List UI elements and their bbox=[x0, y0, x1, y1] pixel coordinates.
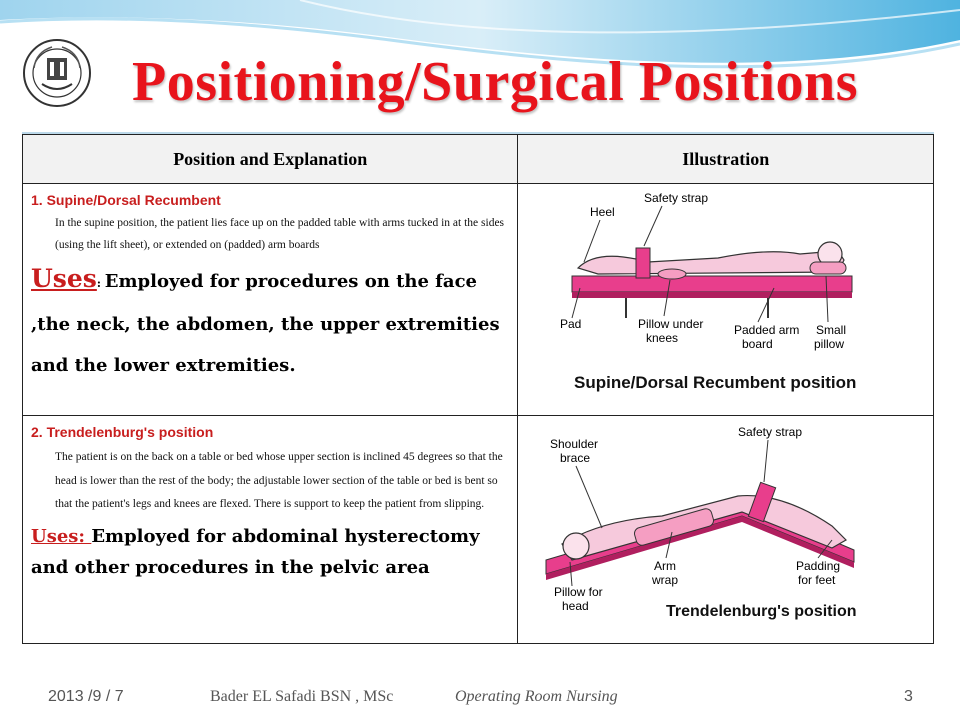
label-safety-strap: Safety strap bbox=[644, 191, 708, 205]
uses-paragraph: Uses: Employed for procedures on the fac… bbox=[23, 256, 517, 386]
position-description: In the supine position, the patient lies… bbox=[55, 217, 505, 251]
table-header-row: Position and Explanation Illustration bbox=[21, 134, 934, 184]
uses-separator: : bbox=[96, 277, 105, 290]
label-shoulder-1: Shoulder bbox=[550, 437, 598, 451]
slide-number: 3 bbox=[904, 688, 913, 705]
footer-date: 2013 /9 / 7 bbox=[48, 688, 124, 705]
positions-table: Position and Explanation Illustration 1.… bbox=[21, 134, 934, 644]
label-small-pillow-1: Small bbox=[816, 323, 846, 337]
label-padded-arm-2: board bbox=[742, 337, 773, 351]
supine-caption: Supine/Dorsal Recumbent position bbox=[574, 373, 856, 392]
trendelenburg-caption: Trendelenburg's position bbox=[666, 603, 856, 620]
label-padded-arm-1: Padded arm bbox=[734, 323, 799, 337]
label-padding-1: Padding bbox=[796, 559, 840, 573]
label-heel: Heel bbox=[590, 205, 615, 219]
label-small-pillow-2: pillow bbox=[814, 337, 844, 351]
label-pillow-knees-2: knees bbox=[646, 331, 678, 345]
footer-author: Bader EL Safadi BSN , MSc bbox=[210, 688, 394, 705]
header-illustration: Illustration bbox=[517, 134, 934, 184]
uses-text: Employed for abdominal hysterectomy and … bbox=[31, 525, 480, 578]
trendelenburg-illustration: Shoulder brace Safety strap Arm wrap Pad… bbox=[542, 420, 873, 640]
footer-course: Operating Room Nursing bbox=[455, 688, 618, 705]
position-title: 1. Supine/Dorsal Recumbent bbox=[31, 192, 221, 208]
label-pillow-knees-1: Pillow under bbox=[638, 317, 703, 331]
label-pillow-head-1: Pillow for bbox=[554, 585, 603, 599]
position-description: The patient is on the back on a table or… bbox=[55, 451, 503, 510]
supine-illustration: Heel Safety strap Pad Pillow under knees… bbox=[538, 188, 873, 410]
university-seal-icon bbox=[22, 38, 92, 108]
header-wave-band bbox=[0, 0, 960, 69]
table-row: 1. Supine/Dorsal Recumbent In the supine… bbox=[21, 183, 934, 416]
uses-label: Uses bbox=[31, 264, 97, 293]
label-pillow-head-2: head bbox=[562, 599, 589, 613]
illustration-cell: Heel Safety strap Pad Pillow under knees… bbox=[517, 183, 934, 416]
position-cell: 1. Supine/Dorsal Recumbent In the supine… bbox=[21, 183, 519, 416]
uses-label: Uses: bbox=[31, 525, 92, 547]
position-title: 2. Trendelenburg's position bbox=[31, 424, 214, 440]
table-row: 2. Trendelenburg's position The patient … bbox=[21, 415, 934, 644]
label-shoulder-2: brace bbox=[560, 451, 590, 465]
illustration-cell: Shoulder brace Safety strap Arm wrap Pad… bbox=[517, 415, 934, 644]
header-position: Position and Explanation bbox=[21, 134, 519, 184]
label-pad: Pad bbox=[560, 317, 581, 331]
uses-text: Employed for procedures on the face ,the… bbox=[31, 271, 500, 376]
label-padding-2: for feet bbox=[798, 573, 836, 587]
label-arm-1: Arm bbox=[654, 559, 676, 573]
slide-title: Positioning/Surgical Positions bbox=[132, 51, 858, 113]
uses-paragraph: Uses: Employed for abdominal hysterectom… bbox=[23, 517, 517, 583]
position-cell: 2. Trendelenburg's position The patient … bbox=[21, 415, 519, 644]
label-trend-safety-strap: Safety strap bbox=[738, 425, 802, 439]
label-arm-2: wrap bbox=[651, 573, 678, 587]
